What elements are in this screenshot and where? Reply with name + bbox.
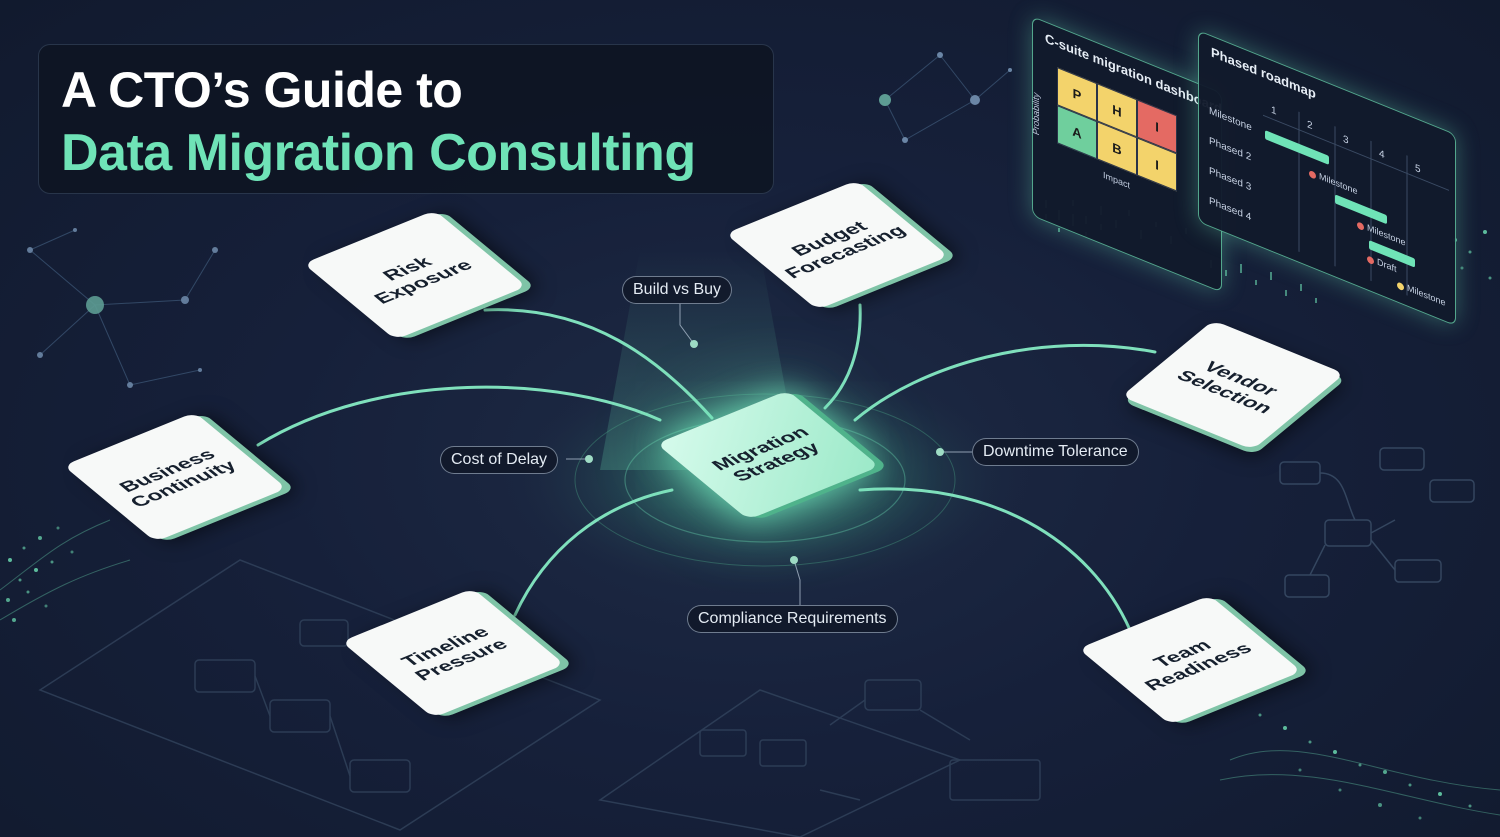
pill-downtime-tolerance: Downtime Tolerance — [972, 438, 1139, 466]
particle-stream-decoration — [6, 230, 1492, 820]
title-line-1: A CTO’s Guide to — [61, 62, 463, 118]
wireframe-sketch-decoration — [38, 559, 1041, 837]
title-box: A CTO’s Guide to Data Migration Consulti… — [38, 44, 774, 194]
connector-business — [256, 385, 662, 447]
pill-build-vs-buy: Build vs Buy — [622, 276, 733, 304]
tile-label: Timeline Pressure — [396, 623, 513, 684]
connector-team — [858, 487, 1132, 632]
dashboard-y-axis: Probability — [1031, 90, 1042, 137]
pill-cost-of-delay: Cost of Delay — [440, 446, 559, 474]
connector-budget — [823, 303, 862, 410]
connector-lines — [256, 303, 1157, 632]
tile-label: Team Readiness — [1139, 636, 1257, 694]
network-left-decoration — [29, 229, 216, 386]
roadmap-panel: Phased roadmap 1 2 3 4 5 Milestone Phase… — [1198, 30, 1456, 327]
tile-label: Vendor Selection — [1172, 357, 1284, 417]
dashboard-x-axis: Impact — [1103, 169, 1131, 191]
center-tile-label: Migration Strategy — [706, 423, 825, 485]
tile-label: Budget Forecasting — [779, 217, 911, 282]
title-line-2: Data Migration Consulting — [61, 124, 696, 182]
connector-vendor — [853, 343, 1157, 422]
connector-timeline — [513, 488, 674, 617]
connector-risk — [483, 308, 714, 420]
tile-label: Business Continuity — [114, 445, 241, 511]
tile-label: Risk Exposure — [369, 253, 477, 307]
pill-compliance-requirements: Compliance Requirements — [687, 605, 898, 633]
